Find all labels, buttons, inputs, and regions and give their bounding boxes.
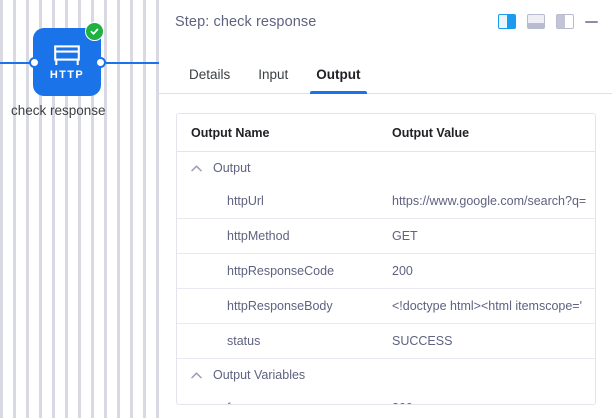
- output-table-head: Output Name Output Value: [177, 114, 595, 152]
- success-check-icon: [85, 22, 104, 41]
- layout-split-icon[interactable]: [498, 14, 516, 29]
- table-row[interactable]: httpMethod GET: [177, 218, 595, 254]
- panel-header-actions: [498, 14, 598, 29]
- output-value-cell: GET: [389, 218, 595, 254]
- output-name-cell: httpMethod: [177, 218, 389, 254]
- workflow-canvas[interactable]: HTTP check response: [0, 0, 159, 418]
- panel-title: Step: check response: [175, 13, 317, 30]
- table-group-cell[interactable]: Output Variables: [177, 359, 595, 392]
- output-name-cell: status: [177, 323, 389, 359]
- layout-bottom-icon[interactable]: [527, 14, 545, 29]
- table-group-row[interactable]: Output Variables: [177, 359, 595, 392]
- node-type-label: HTTP: [49, 68, 85, 81]
- table-group-label: Output: [213, 161, 251, 175]
- output-value-cell: <!doctype html><html itemscope=': [389, 288, 595, 324]
- edge-incoming: [0, 62, 35, 64]
- table-header-row: Output Name Output Value: [177, 114, 595, 152]
- node-port-input[interactable]: [29, 57, 40, 68]
- table-group-cell[interactable]: Output: [177, 152, 595, 185]
- chevron-up-icon[interactable]: [191, 161, 202, 175]
- output-value-cell: https://www.google.com/search?q=: [389, 184, 595, 219]
- panel-header: Step: check response: [159, 0, 612, 43]
- table-row[interactable]: httpUrl https://www.google.com/search?q=: [177, 184, 595, 219]
- minimize-icon[interactable]: [585, 20, 598, 23]
- output-value-cell: SUCCESS: [389, 323, 595, 359]
- layout-side-icon[interactable]: [556, 14, 574, 29]
- output-table-card: Output Name Output Value: [176, 113, 596, 405]
- edge-outgoing: [100, 62, 159, 64]
- tab-input[interactable]: Input: [258, 66, 289, 82]
- output-table-body: Output httpUrl https://www.google.com/se…: [177, 152, 595, 404]
- node-name-label: check response: [11, 103, 106, 118]
- output-name-cell: httpUrl: [177, 184, 389, 219]
- output-table: Output Name Output Value: [177, 114, 595, 404]
- table-row[interactable]: httpResponseCode 200: [177, 253, 595, 289]
- table-row[interactable]: foo 200: [177, 391, 595, 404]
- table-group-row[interactable]: Output: [177, 152, 595, 185]
- output-name-cell: foo: [177, 391, 389, 404]
- output-name-cell: httpResponseCode: [177, 253, 389, 289]
- output-value-cell: 200: [389, 253, 595, 289]
- http-browser-icon: [52, 44, 82, 68]
- table-group-label: Output Variables: [213, 368, 306, 382]
- chevron-up-icon[interactable]: [191, 368, 202, 382]
- table-row[interactable]: httpResponseBody <!doctype html><html it…: [177, 288, 595, 324]
- step-details-panel: Step: check response Details Input Outpu…: [159, 0, 612, 418]
- output-value-cell: 200: [389, 391, 595, 404]
- output-name-cell: httpResponseBody: [177, 288, 389, 324]
- tab-details[interactable]: Details: [189, 66, 231, 82]
- table-row[interactable]: status SUCCESS: [177, 323, 595, 359]
- panel-tabs: Details Input Output: [159, 43, 612, 94]
- tab-output[interactable]: Output: [302, 67, 374, 94]
- column-header-output-value: Output Value: [389, 114, 595, 152]
- node-port-output[interactable]: [95, 57, 106, 68]
- column-header-output-name: Output Name: [177, 114, 389, 152]
